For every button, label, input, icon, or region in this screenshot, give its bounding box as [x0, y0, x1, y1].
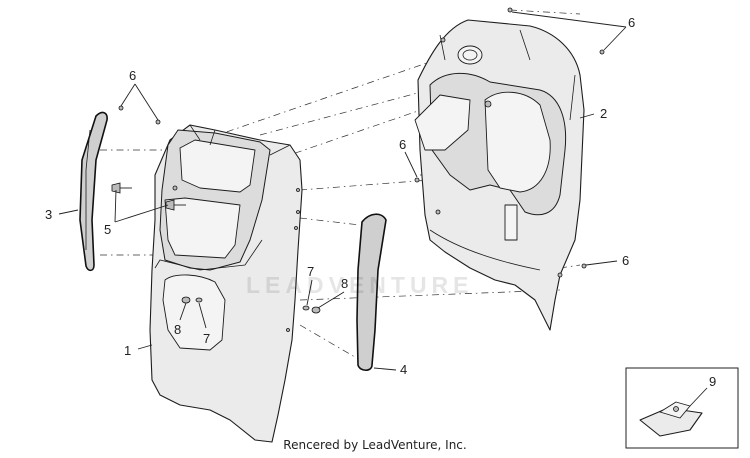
callout-8-left: 8 — [174, 322, 181, 337]
callout-2: 2 — [600, 106, 607, 121]
inset-box-part-9 — [625, 367, 739, 449]
callout-8-right: 8 — [341, 276, 348, 291]
fasteners — [111, 7, 605, 314]
callout-6-middle: 6 — [399, 137, 406, 152]
callout-leaders — [58, 11, 708, 407]
callout-6-left: 6 — [129, 68, 136, 83]
callout-6-bottom-right: 6 — [622, 253, 629, 268]
part-4-trim-strip — [356, 213, 387, 372]
callout-1: 1 — [124, 343, 131, 358]
callouts: 1 2 3 4 5 6 6 6 6 7 7 8 8 9 — [45, 15, 716, 389]
callout-5: 5 — [104, 222, 111, 237]
callout-6-top-right: 6 — [628, 15, 635, 30]
part-2-inner-shield — [414, 19, 585, 331]
callout-7-upper: 7 — [307, 264, 314, 279]
watermark-text: LEADVENTURE — [246, 272, 474, 298]
callout-3: 3 — [45, 207, 52, 222]
callout-7-lower: 7 — [203, 331, 210, 346]
callout-9: 9 — [709, 374, 716, 389]
part-3-trim-strip — [79, 111, 108, 272]
callout-4: 4 — [400, 362, 407, 377]
part-1-front-shield — [149, 124, 303, 443]
credit-line: Rencered by LeadVenture, Inc. — [283, 438, 467, 452]
